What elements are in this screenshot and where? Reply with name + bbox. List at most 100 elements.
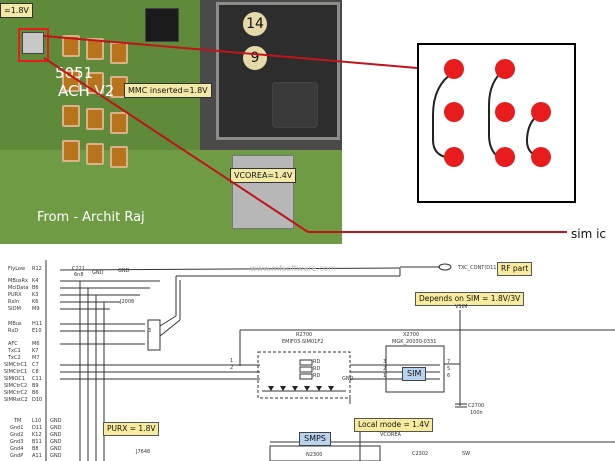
pad-2 [86,38,104,60]
rd-label: RD [313,366,321,372]
signal-label: GndP [10,453,24,459]
gnd-label: GND [50,418,62,424]
gnd-label: GND [92,270,104,276]
pin-number: B9 [32,383,39,389]
component-ref: C221 [72,266,86,272]
small-chip-top [145,8,179,42]
signal-label: Gnd3 [10,439,24,445]
rd-label: RD [313,359,321,365]
mmc-voltage-label: MMC inserted=1.8V [124,83,212,98]
rf-part-label: RF part [497,262,533,276]
sim-ic-zoom-box [417,43,576,203]
protection-ic-ref: R2700 [296,332,313,338]
sim-connector-outline [385,345,445,393]
gnd-label: GND [50,446,62,452]
pcb-photo: =1.8V 5051 ACH V2 MMC inserted=1.8V 14 9… [0,0,342,244]
chip-marker-14: 14 [243,12,267,36]
vcorea-net: VCOREA [380,432,401,438]
pad-dot-7 [495,147,515,167]
signal-label: SIMRstC2 [4,397,28,403]
signal-label: RxIn [8,299,20,305]
signal-label: SIMCtrC2 [4,390,28,396]
pad-1 [62,35,80,57]
gnd-label: GND [50,425,62,431]
signal-label: PURX [8,292,22,298]
voltage-label-top-left: =1.8V [0,3,33,18]
pad-dot-5 [531,102,551,122]
pin-number: C11 [32,376,42,382]
pin-number: D11 [32,425,43,431]
gnd-label: GND [118,268,130,274]
pin-number: C7 [32,362,39,368]
pad-8 [86,108,104,130]
pin-number: L10 [32,418,42,424]
pin-out: 6 [447,373,451,379]
pin-number: M9 [32,306,40,312]
connector-ref: J2008 [120,299,135,305]
pin-number: K6 [32,299,39,305]
signal-label: TxC1 [8,348,21,354]
signal-label: SIOM [8,306,21,312]
highlight-box-sim-ic [18,28,49,62]
smps-ic-outline [269,445,381,461]
pad-7 [62,105,80,127]
chip-marking-1: 5051 [55,64,94,82]
signal-label: RxD [8,328,19,334]
signal-label: Gnd4 [10,446,24,452]
pin-number: C8 [32,369,39,375]
sim-ic-label: sim ic [571,227,607,241]
vcorea-voltage-label: VCOREA=1.4V [230,168,297,183]
j-out-1 [159,315,177,327]
pad-11 [86,143,104,165]
vsim-label: VSIM [455,304,468,310]
j-out-2 [159,319,181,337]
schematic: FlyLow MBusRx MciData PURX RxIn SIOM MBu… [0,246,615,461]
signal-label: FlyLow [8,266,26,272]
resistor-1 [299,359,313,366]
callout-line-diagonal [43,57,309,233]
schematic-wiring [45,260,615,461]
pin-number: R12 [32,266,42,272]
signal-label: SIMIOC1 [4,376,26,382]
connector-ref-bottom: J7648 [136,449,151,455]
pin-number: K7 [32,348,39,354]
sim-ic-small-component [22,32,44,54]
signal-label: AFC [8,341,18,347]
smps-block: SMPS [299,432,331,446]
pad-dot-2 [495,59,515,79]
watermark: www.mfsoftware.com [250,264,337,273]
inductor-component [272,82,318,128]
pin-out: 7 [447,359,451,365]
pad-dot-1 [444,59,464,79]
signal-label: MBus [8,321,22,327]
pin-number: M7 [32,355,40,361]
credit-text: From - Archit Raj [37,210,145,225]
pin-out: 5 [447,366,451,372]
pin-number: B6 [32,285,39,291]
gnd-label: GND [50,432,62,438]
signal-label: SIMCtrC1 [4,369,28,375]
resistor-3 [299,373,313,380]
pin-number: B6 [32,390,39,396]
callout-lines [43,35,567,233]
pad-12 [110,146,128,168]
pin-number: D10 [32,397,43,403]
pin-number: H11 [32,321,43,327]
pin-in-3: 3 [148,328,152,334]
protection-ic-outline [257,351,351,399]
j-connector [147,319,161,351]
pad-dot-8 [531,147,551,167]
signal-label: SIMCtrC2 [4,383,28,389]
pin-number: B8 [32,446,39,452]
callout-line-top [43,35,418,69]
trace-left [432,71,455,159]
pin-number: K12 [32,432,42,438]
pin-number: K4 [32,278,39,284]
capacitor-value: 100n [470,410,483,416]
signal-label: TM [14,418,22,424]
pin-number: B11 [32,439,42,445]
signal-label: Gnd1 [10,425,24,431]
pad-dot-4 [495,102,515,122]
resistor-2 [299,366,313,373]
smps-ic-ref: N2300 [306,452,323,458]
